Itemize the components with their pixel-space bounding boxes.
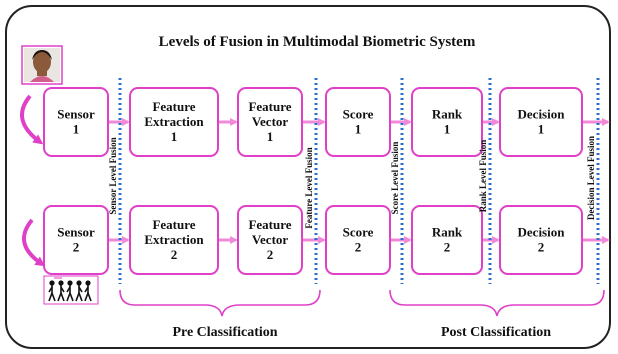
diagram-title: Levels of Fusion in Multimodal Biometric… — [159, 34, 476, 50]
box-label-line: 1 — [538, 122, 545, 137]
connector-arrows — [108, 118, 610, 244]
fusion-level-label: Sensor Level Fusion — [108, 137, 118, 214]
box-label-line: 2 — [267, 247, 274, 262]
box-label-line: Extraction — [144, 114, 204, 129]
box-label-line: Decision — [518, 225, 566, 240]
box-label-line: Vector — [252, 232, 289, 247]
box-label-line: 2 — [538, 240, 545, 255]
gait-silhouettes-icon — [43, 275, 99, 305]
box-label-line: Decision — [518, 107, 566, 122]
box-label-line: 2 — [73, 240, 80, 255]
box-label-line: Sensor — [57, 225, 95, 240]
box-label-line: Score — [343, 225, 374, 240]
fusion-level-labels: Sensor Level Fusion Feature Level Fusion S… — [108, 136, 596, 229]
box-label-line: Score — [343, 107, 374, 122]
fusion-level-label: Feature Level Fusion — [304, 147, 314, 228]
fusion-level-label: Decision Level Fusion — [586, 136, 596, 220]
curved-arrow-icon — [22, 218, 46, 267]
fusion-separators — [118, 78, 600, 284]
outer-frame — [5, 5, 611, 349]
box-label-line: 2 — [171, 247, 178, 262]
post-classification-label: Post Classification — [441, 325, 551, 340]
box-label-line: 1 — [73, 122, 80, 137]
box-label-line: Feature — [152, 217, 195, 232]
fusion-level-label: Rank Level Fusion — [478, 140, 488, 213]
box-label-line: Feature — [152, 99, 195, 114]
box-label-line: Feature — [248, 217, 291, 232]
box-label-line: Extraction — [144, 232, 204, 247]
post-classification-brace — [389, 289, 605, 317]
pre-classification-brace — [119, 289, 321, 317]
box-label-line: 1 — [171, 129, 178, 144]
box-label-line: 1 — [267, 129, 274, 144]
box-label-line: Rank — [432, 225, 463, 240]
box-label-line: 2 — [444, 240, 451, 255]
box-label-line: 1 — [444, 122, 451, 137]
box-label-line: 1 — [355, 122, 362, 137]
box-label-line: 2 — [355, 240, 362, 255]
box-label-line: Feature — [248, 99, 291, 114]
stage-boxes: Sensor1FeatureExtraction1FeatureVector1S… — [43, 87, 583, 275]
box-label-line: Vector — [252, 114, 289, 129]
face-photo-icon — [21, 45, 63, 85]
pre-classification-label: Pre Classification — [172, 325, 277, 340]
box-label-line: Sensor — [57, 107, 95, 122]
box-label-line: Rank — [432, 107, 463, 122]
curved-arrow-icon — [20, 94, 44, 145]
fusion-level-label: Score Level Fusion — [390, 142, 400, 215]
